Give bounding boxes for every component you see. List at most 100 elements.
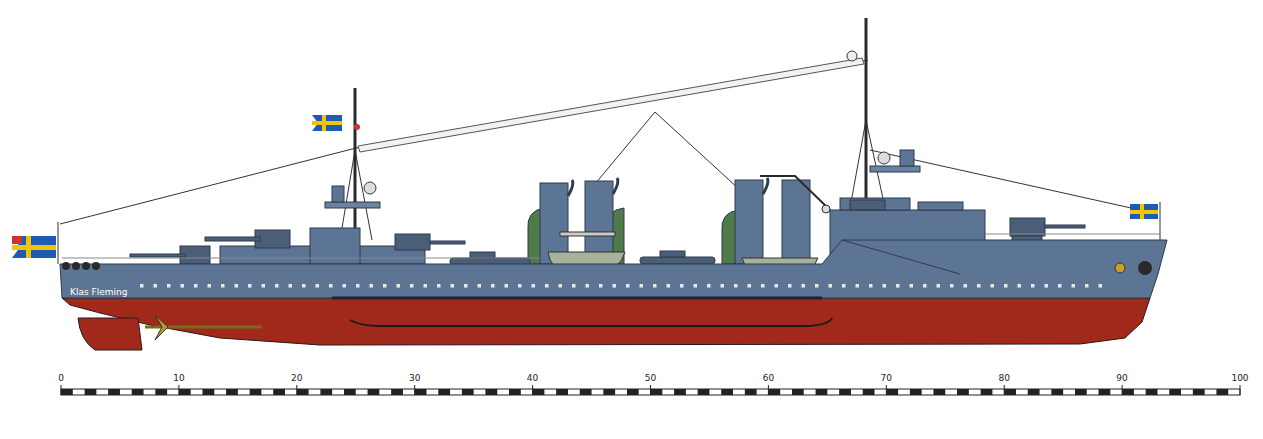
porthole — [613, 284, 617, 288]
porthole — [883, 284, 887, 288]
scale-segment — [320, 389, 332, 395]
funnels — [528, 178, 810, 264]
porthole — [1072, 284, 1076, 288]
porthole — [329, 284, 333, 288]
scale-segment — [933, 389, 945, 395]
scale-number: 40 — [527, 374, 538, 383]
porthole — [910, 284, 914, 288]
scale-number: 60 — [763, 374, 774, 383]
stern-fittings — [62, 262, 100, 270]
scale-segment — [1169, 389, 1181, 395]
scale-segment — [415, 389, 427, 395]
scale-number: 90 — [1116, 374, 1127, 383]
porthole — [343, 284, 347, 288]
porthole — [748, 284, 752, 288]
scale-segment — [580, 389, 592, 395]
scale-segment — [1099, 389, 1111, 395]
porthole — [829, 284, 833, 288]
porthole — [194, 284, 198, 288]
scale-segment — [1146, 389, 1158, 395]
porthole — [289, 284, 293, 288]
porthole — [235, 284, 239, 288]
porthole — [653, 284, 657, 288]
scale-segment — [179, 389, 191, 395]
porthole — [950, 284, 954, 288]
scale-segment — [981, 389, 993, 395]
scale-segment — [1028, 389, 1040, 395]
porthole — [410, 284, 414, 288]
mast-light — [354, 124, 360, 130]
scale-segment — [674, 389, 686, 395]
scale-segment — [863, 389, 875, 395]
porthole — [977, 284, 981, 288]
porthole — [802, 284, 806, 288]
portholes — [140, 284, 1102, 288]
scale-segment — [1216, 389, 1228, 395]
porthole — [181, 284, 185, 288]
porthole — [275, 284, 279, 288]
scale-segment — [533, 389, 545, 395]
scale-segment — [603, 389, 615, 395]
scale-number: 100 — [1231, 374, 1248, 383]
porthole — [923, 284, 927, 288]
porthole — [599, 284, 603, 288]
porthole — [262, 284, 266, 288]
porthole — [505, 284, 509, 288]
porthole — [154, 284, 158, 288]
masthead-light — [847, 51, 857, 61]
porthole — [545, 284, 549, 288]
scale-segment — [297, 389, 309, 395]
scale-segment — [651, 389, 663, 395]
porthole — [586, 284, 590, 288]
scale-segment — [85, 389, 97, 395]
porthole — [856, 284, 860, 288]
porthole — [397, 284, 401, 288]
scale-number: 0 — [58, 374, 64, 383]
scale-segment — [61, 389, 73, 395]
scale-tick — [1004, 385, 1005, 395]
porthole — [694, 284, 698, 288]
scale-tick — [1122, 385, 1123, 395]
scale-segment — [768, 389, 780, 395]
scale-bar — [61, 385, 1240, 395]
scale-segment — [816, 389, 828, 395]
scale-tick — [1240, 385, 1241, 395]
porthole — [707, 284, 711, 288]
porthole — [775, 284, 779, 288]
hull-bottom — [62, 298, 1150, 345]
porthole — [532, 284, 536, 288]
scale-number: 50 — [645, 374, 656, 383]
porthole — [140, 284, 144, 288]
porthole — [640, 284, 644, 288]
bilge-keel — [350, 318, 832, 326]
crane-wheel — [822, 205, 830, 213]
porthole — [626, 284, 630, 288]
scale-segment — [485, 389, 497, 395]
scale-segment — [627, 389, 639, 395]
scale-tick — [61, 385, 62, 395]
porthole — [518, 284, 522, 288]
crane — [760, 176, 830, 210]
porthole — [316, 284, 320, 288]
porthole — [842, 284, 846, 288]
porthole — [869, 284, 873, 288]
porthole — [721, 284, 725, 288]
scale-segment — [910, 389, 922, 395]
scale-number: 30 — [409, 374, 420, 383]
porthole — [761, 284, 765, 288]
porthole — [1018, 284, 1022, 288]
scale-segment — [344, 389, 356, 395]
porthole — [1031, 284, 1035, 288]
scale-segment — [155, 389, 167, 395]
crest — [1115, 263, 1125, 273]
porthole — [667, 284, 671, 288]
scale-segment — [745, 389, 757, 395]
porthole — [815, 284, 819, 288]
propeller — [155, 315, 168, 340]
porthole — [491, 284, 495, 288]
scale-segment — [132, 389, 144, 395]
porthole — [1004, 284, 1008, 288]
spar — [358, 58, 864, 152]
porthole — [464, 284, 468, 288]
